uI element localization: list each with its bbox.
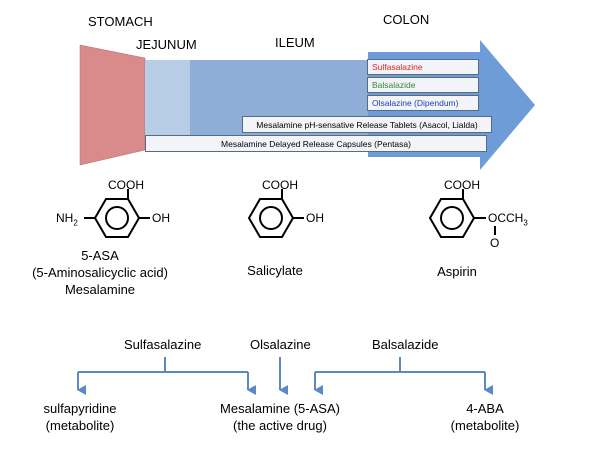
salicylate-oh: OH [306,211,324,225]
salicylate-cooh: COOH [262,178,298,192]
occh-subscript: 3 [523,218,528,228]
mesalamine-line1: Mesalamine (5-ASA) [220,401,340,416]
asa5-cooh: COOH [108,178,144,192]
aba-line1: 4-ABA [466,401,504,416]
asa5-name-line2: (5-Aminosalicyclic acid) [32,265,168,280]
aspirin-cooh: COOH [444,178,480,192]
pathway-balsalazide: Balsalazide [372,337,439,352]
colon-label: COLON [383,12,430,27]
aspirin-occh3: OCCH3 [488,211,528,227]
aspirin-name: Aspirin [437,264,477,279]
product-sulfapyridine: sulfapyridine (metabolite) [30,400,130,434]
asa5-name: 5-ASA (5-Aminosalicyclic acid) Mesalamin… [20,247,180,298]
drug-label: Sulfasalazine [372,62,423,72]
sulfapyridine-line1: sulfapyridine [43,401,117,416]
asa5-ring [84,189,150,238]
colon-drug-olsalazine: Olsalazine (Dipendum) [367,95,479,111]
asa5-nh2: NH2 [56,211,78,227]
ileum-label: ILEUM [275,35,315,50]
nh-text: NH [56,211,74,225]
product-4aba: 4-ABA (metabolite) [435,400,535,434]
delayed-release-capsules-bar: Mesalamine Delayed Release Capsules (Pen… [145,135,487,152]
mesalamine-line2: (the active drug) [233,418,327,433]
aba-line2: (metabolite) [450,418,520,433]
asa5-name-line1: 5-ASA [81,248,119,263]
jejunum-label: JEJUNUM [136,37,197,52]
chemical-structures [84,189,496,238]
sulfapyridine-line2: (metabolite) [45,418,115,433]
ph-release-tablets-bar: Mesalamine pH-sensative Release Tablets … [242,116,492,133]
nh-subscript: 2 [73,218,78,228]
aspirin-o: O [490,236,500,250]
drug-label: Balsalazide [372,80,416,90]
colon-drug-sulfasalazine: Sulfasalazine [367,59,479,75]
occh-text: OCCH [488,211,524,225]
asa5-oh: OH [152,211,170,225]
drug-label: Olsalazine (Dipendum) [372,98,459,108]
salicylate-ring [247,189,304,238]
stomach-label: STOMACH [88,14,153,29]
product-mesalamine: Mesalamine (5-ASA) (the active drug) [210,400,350,434]
salicylate-name: Salicylate [247,263,303,278]
asa5-name-line3: Mesalamine [64,282,136,297]
colon-drug-balsalazide: Balsalazide [367,77,479,93]
pathway-sulfasalazine: Sulfasalazine [124,337,202,352]
pathway-olsalazine: Olsalazine [250,337,311,352]
aspirin-ring [428,189,496,238]
